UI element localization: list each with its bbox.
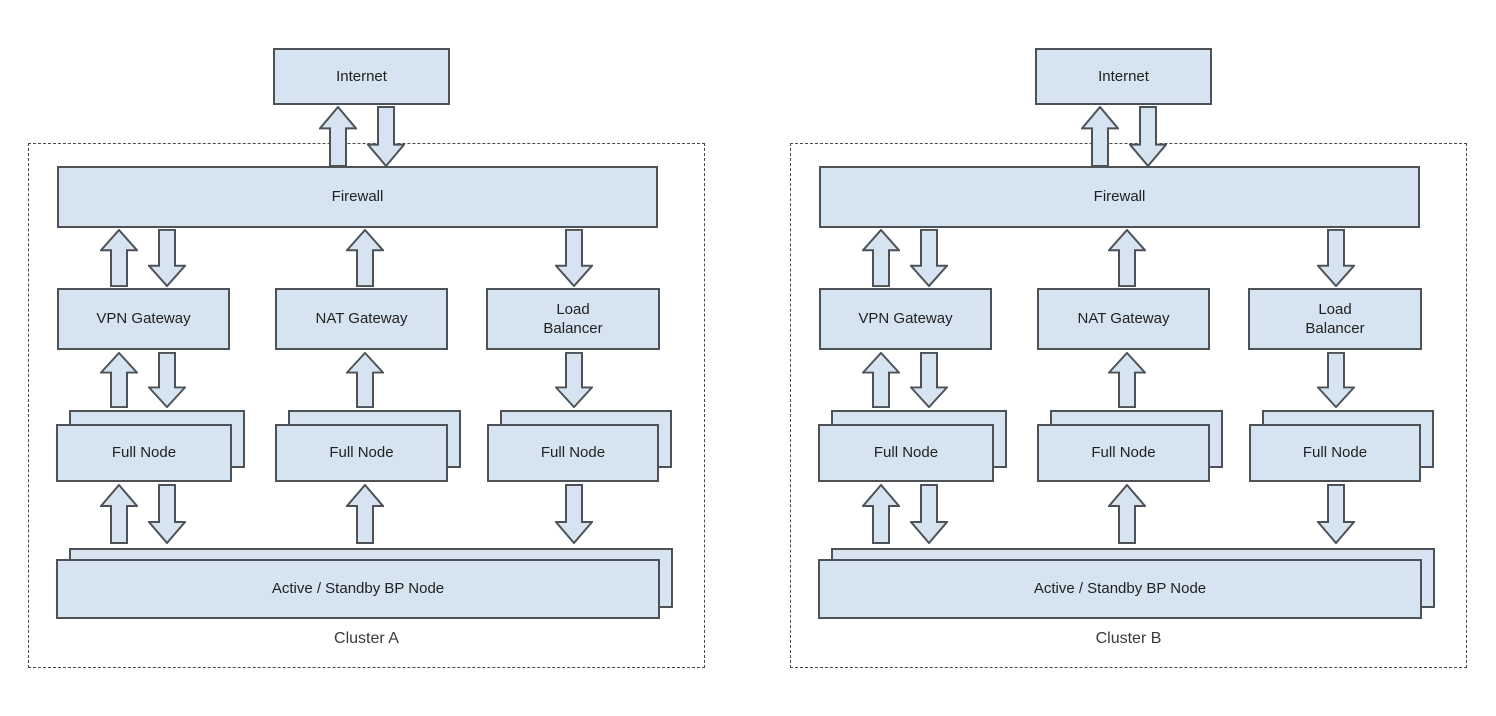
- up-arrow-icon: [862, 352, 900, 408]
- internet-label: Internet: [1098, 67, 1149, 85]
- down-arrow-icon: [910, 484, 948, 544]
- down-arrow-icon: [555, 484, 593, 544]
- cluster-boundary: [28, 143, 705, 668]
- full-node-label: Full Node: [329, 444, 394, 462]
- full-node-front: Full Node: [818, 424, 994, 482]
- up-arrow-icon: [100, 484, 138, 544]
- gateway-label: VPN Gateway: [858, 310, 953, 328]
- down-arrow-icon: [910, 229, 948, 287]
- full-node-label: Full Node: [873, 444, 939, 462]
- nat-gateway-node: NAT Gateway: [275, 288, 448, 350]
- cluster-a: Internet Firewall VPN Gateway NAT Gatewa…: [0, 0, 734, 716]
- internet-node: Internet: [273, 48, 450, 105]
- load-balancer-node: Load Balancer: [486, 288, 660, 350]
- down-arrow-icon: [555, 229, 593, 287]
- up-arrow-icon: [862, 484, 900, 544]
- firewall-label: Firewall: [331, 188, 384, 206]
- bp-node-front: Active / Standby BP Node: [56, 559, 660, 619]
- firewall-label: Firewall: [1093, 188, 1146, 206]
- vpn-gateway-node: VPN Gateway: [57, 288, 230, 350]
- cluster-label: Cluster A: [334, 630, 399, 647]
- full-node-front: Full Node: [1249, 424, 1421, 482]
- bp-node-label: Active / Standby BP Node: [271, 580, 445, 598]
- cluster-boundary: [790, 143, 1467, 668]
- full-node-label: Full Node: [1302, 444, 1368, 462]
- up-arrow-icon: [319, 106, 357, 167]
- internet-label: Internet: [336, 67, 387, 85]
- up-arrow-icon: [862, 229, 900, 287]
- internet-node: Internet: [1035, 48, 1212, 105]
- down-arrow-icon: [148, 484, 186, 544]
- full-node-front: Full Node: [56, 424, 232, 482]
- down-arrow-icon: [148, 229, 186, 287]
- up-arrow-icon: [1108, 352, 1146, 408]
- down-arrow-icon: [367, 106, 405, 167]
- gateway-label: NAT Gateway: [1077, 310, 1170, 328]
- down-arrow-icon: [1129, 106, 1167, 167]
- gateway-label: Load Balancer: [543, 300, 603, 338]
- down-arrow-icon: [1317, 352, 1355, 408]
- full-node-label: Full Node: [111, 444, 177, 462]
- load-balancer-node: Load Balancer: [1248, 288, 1422, 350]
- up-arrow-icon: [100, 352, 138, 408]
- up-arrow-icon: [1108, 484, 1146, 544]
- full-node-front: Full Node: [1037, 424, 1210, 482]
- cluster-b: Internet Firewall VPN Gateway NAT Gatewa…: [762, 0, 1496, 716]
- full-node-label: Full Node: [1091, 444, 1156, 462]
- down-arrow-icon: [1317, 484, 1355, 544]
- firewall-node: Firewall: [819, 166, 1420, 228]
- vpn-gateway-node: VPN Gateway: [819, 288, 992, 350]
- full-node-front: Full Node: [275, 424, 448, 482]
- up-arrow-icon: [1081, 106, 1119, 167]
- bp-node-front: Active / Standby BP Node: [818, 559, 1422, 619]
- bp-node-label: Active / Standby BP Node: [1033, 580, 1207, 598]
- down-arrow-icon: [148, 352, 186, 408]
- down-arrow-icon: [555, 352, 593, 408]
- up-arrow-icon: [346, 352, 384, 408]
- nat-gateway-node: NAT Gateway: [1037, 288, 1210, 350]
- gateway-label: NAT Gateway: [315, 310, 408, 328]
- full-node-front: Full Node: [487, 424, 659, 482]
- cluster-label: Cluster B: [1095, 630, 1162, 647]
- up-arrow-icon: [346, 229, 384, 287]
- full-node-label: Full Node: [540, 444, 606, 462]
- up-arrow-icon: [346, 484, 384, 544]
- up-arrow-icon: [1108, 229, 1146, 287]
- down-arrow-icon: [910, 352, 948, 408]
- up-arrow-icon: [100, 229, 138, 287]
- gateway-label: Load Balancer: [1305, 300, 1365, 338]
- down-arrow-icon: [1317, 229, 1355, 287]
- gateway-label: VPN Gateway: [96, 310, 191, 328]
- firewall-node: Firewall: [57, 166, 658, 228]
